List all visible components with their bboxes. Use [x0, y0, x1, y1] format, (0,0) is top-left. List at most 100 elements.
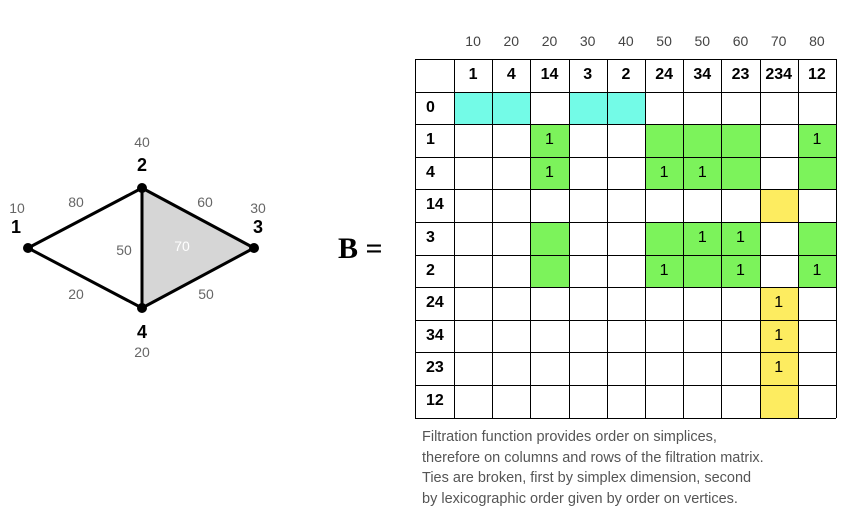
column-header: 14: [540, 66, 559, 83]
matrix-cell-fill: [683, 254, 722, 288]
matrix-cell-fill: [530, 254, 569, 288]
simplicial-complex: 10 1 40 2 30 3 4 20 80 60 50 20 50 70: [9, 134, 266, 360]
grid-line: [415, 59, 416, 418]
matrix-cell-fill: [721, 124, 760, 157]
caption-line: by lexicographic order given by order on…: [422, 490, 738, 507]
grid-line: [415, 222, 836, 223]
edge-23-value: 60: [197, 194, 213, 210]
matrix-cell-fill: [759, 287, 798, 320]
row-header: 2: [426, 261, 435, 279]
vertex-3-label: 3: [253, 217, 263, 237]
grid-line: [606, 59, 608, 418]
matrix-entry: 1: [659, 163, 669, 181]
matrix-cell-fill: [568, 91, 607, 125]
edge-34: [141, 246, 255, 310]
matrix-entry: 1: [774, 294, 784, 312]
grid-line: [454, 59, 455, 418]
edge-34-value: 50: [198, 286, 214, 302]
grid-line: [415, 319, 836, 321]
filtration-value: 40: [618, 33, 634, 49]
row-header: 3: [426, 229, 435, 246]
matrix-entry: 1: [697, 163, 707, 181]
matrix-cell-fill: [454, 91, 493, 125]
vertex-3-value: 30: [250, 200, 266, 216]
grid-line: [415, 124, 836, 126]
matrix-entry: 1: [659, 261, 669, 279]
edge-23: [141, 186, 255, 250]
vertex-4-label: 4: [137, 322, 147, 342]
column-header: 2: [621, 66, 631, 83]
grid-line: [530, 59, 532, 418]
grid-line: [415, 417, 836, 419]
vertex-1-value: 10: [9, 200, 25, 216]
grid-line: [415, 287, 836, 289]
matrix-cell-fill: [797, 124, 836, 157]
caption: Filtration function provides order on si…: [422, 427, 852, 509]
grid-line: [683, 59, 685, 418]
grid-line: [721, 59, 723, 418]
triangle-234: [142, 188, 254, 308]
row-header: 4: [426, 163, 435, 181]
matrix-entry: 1: [774, 326, 784, 344]
filtration-value: 30: [579, 33, 596, 49]
filtration-value: 50: [694, 33, 711, 49]
triangle-234-value: 70: [174, 238, 190, 254]
matrix-cell-fill: [606, 91, 645, 125]
matrix-cell-fill: [759, 352, 798, 385]
matrix-cell-fill: [683, 124, 722, 157]
vertex-2-value: 40: [134, 134, 150, 150]
caption-line: therefore on columns and rows of the fil…: [422, 449, 764, 466]
matrix-cell-fill: [683, 222, 722, 255]
row-header: 1: [426, 131, 435, 149]
column-header: 24: [655, 66, 673, 83]
vertex-3: [249, 243, 259, 253]
edge-14-value: 20: [68, 286, 84, 302]
matrix-label: B =: [338, 232, 383, 265]
edge-14: [27, 246, 143, 310]
matrix-cell-fill: [645, 254, 684, 288]
row-header: 24: [426, 294, 444, 312]
matrix-cell-fill: [721, 156, 760, 190]
edge-12: [27, 186, 143, 250]
matrix-cell-fill: [645, 222, 684, 255]
vertex-2-label: 2: [137, 155, 147, 175]
filtration-value: 50: [656, 33, 672, 49]
row-header: 12: [426, 392, 444, 409]
column-header: 4: [506, 66, 516, 83]
matrix-cell-fill: [721, 222, 760, 255]
grid-line: [568, 59, 570, 418]
column-header: 234: [765, 66, 793, 83]
grid-line: [415, 385, 836, 386]
filtration-value: 60: [732, 33, 749, 49]
edge-24-value: 50: [116, 242, 132, 258]
column-header: 34: [693, 66, 712, 83]
column-header: 23: [731, 66, 750, 83]
column-header: 12: [807, 66, 826, 83]
matrix-cell-fill: [492, 91, 531, 125]
filtration-value: 70: [770, 33, 787, 49]
caption-line: Ties are broken, first by simplex dimens…: [422, 470, 752, 486]
grid-line: [759, 59, 761, 418]
matrix-entry: 1: [545, 131, 554, 149]
matrix-cell-fill: [797, 254, 836, 288]
matrix-cell-fill: [759, 189, 798, 222]
grid-line: [836, 59, 837, 418]
grid-line: [415, 189, 836, 191]
row-header: 14: [426, 196, 444, 214]
row-header: 0: [426, 98, 435, 116]
matrix-cell-fill: [645, 156, 684, 190]
edge-12-value: 80: [68, 194, 84, 210]
grid-line: [415, 254, 836, 256]
grid-line: [415, 352, 836, 354]
row-header: 34: [426, 326, 444, 344]
vertex-4: [137, 303, 147, 313]
column-header: 3: [583, 66, 593, 83]
grid-line: [492, 59, 494, 418]
column-header: 1: [468, 66, 478, 83]
grid-line: [415, 156, 836, 158]
grid-line: [797, 59, 799, 418]
matrix-cell-fill: [721, 254, 760, 288]
matrix-cell-fill: [683, 156, 722, 190]
matrix-entry: 1: [736, 229, 745, 246]
